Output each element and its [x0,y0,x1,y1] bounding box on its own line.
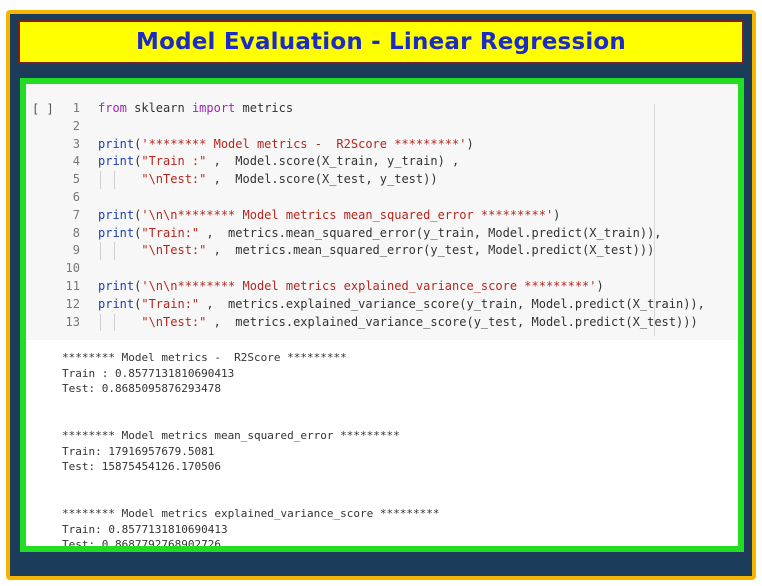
code-token: , metrics.explained_variance_score(y_tes… [206,314,698,329]
line-number: 8 [72,225,80,240]
code-token: '******** Model metrics - R2Score ******… [141,136,467,151]
code-token: ( [134,154,142,169]
code-token: "\nTest:" [141,314,207,329]
line-number: 11 [65,278,80,293]
slide-frame: Model Evaluation - Linear Regression [ ]… [6,10,756,580]
code-token: "\nTest:" [141,172,207,187]
indent-guide [100,313,101,332]
code-token: metrics [235,101,294,115]
code-token: ) [553,207,561,222]
output-line: ******** Model metrics - R2Score *******… [62,351,347,364]
code-token: , Model.score(X_test, y_test)) [206,172,438,187]
cell-output: ******** Model metrics - R2Score *******… [62,350,440,552]
line-number: 2 [72,118,80,133]
code-token: ( [134,207,142,222]
code-token: print [98,296,135,311]
line-number: 3 [72,136,80,151]
output-line [62,475,440,491]
code-text: print('\n\n******** Model metrics mean_s… [98,207,560,225]
line-number: 1 [72,101,80,115]
code-token [98,243,141,257]
code-token: ( [134,296,142,311]
code-token: print [98,225,135,240]
code-token: import [191,101,236,115]
code-token: "\nTest:" [141,243,207,258]
indent-guide [100,242,101,261]
code-text: "\nTest:" , metrics.mean_squared_error(y… [98,242,654,260]
code-token: "Train:" [141,296,200,311]
code-token: , metrics.mean_squared_error(y_test, Mod… [206,243,655,258]
output-line: Test: 0.8685095876293478 [62,382,221,396]
code-token: print [98,278,135,293]
slide-title: Model Evaluation - Linear Regression [136,29,626,55]
code-text: "\nTest:" , Model.score(X_test, y_test)) [98,171,438,189]
code-text: from sklearn import metrics [98,100,293,118]
code-token: ( [134,278,142,293]
indent-guide [114,242,115,261]
code-text: print("Train :" , Model.score(X_train, y… [98,153,459,171]
output-line: ******** Model metrics mean_squared_erro… [62,428,400,442]
line-number: 7 [72,207,80,222]
output-line [62,397,440,413]
code-token: print [98,207,135,222]
code-token: ( [134,136,142,151]
code-token: sklearn [126,101,192,115]
output-line: ******** Model metrics explained_varianc… [62,506,440,520]
code-token [98,172,141,186]
line-number: 4 [72,154,80,169]
line-number: 6 [72,189,80,204]
code-token: , metrics.mean_squared_error(y_train, Mo… [199,225,662,240]
output-line [62,490,440,506]
line-number: 13 [65,314,80,329]
output-line: Train : 0.8577131810690413 [62,366,235,380]
line-number: 12 [65,296,80,311]
code-token: "Train:" [141,225,200,240]
code-text: print('\n\n******** Model metrics explai… [98,278,604,296]
code-token [98,315,141,329]
line-number: 5 [72,172,80,187]
code-token: print [98,154,135,169]
code-token: '\n\n******** Model metrics mean_squared… [141,207,554,222]
code-token: , Model.score(X_train, y_train) , [206,154,460,169]
output-line: Test: 0.8687792768902726 [62,538,221,552]
code-token: print [98,136,135,151]
code-text: print("Train:" , metrics.explained_varia… [98,296,705,314]
indent-guide [100,171,101,189]
title-banner: Model Evaluation - Linear Regression [18,20,744,64]
output-line: Train: 17916957679.5081 [62,444,215,458]
code-token: from [98,101,127,115]
run-cell-button[interactable]: [ ] [32,102,54,116]
code-token: "Train :" [141,154,207,169]
output-line: Train: 0.8577131810690413 [62,522,228,536]
line-number: 9 [72,243,80,258]
code-token: , metrics.explained_variance_score(y_tra… [199,296,705,311]
code-token: ( [134,225,142,240]
code-token: '\n\n******** Model metrics explained_va… [141,278,597,293]
code-text: "\nTest:" , metrics.explained_variance_s… [98,314,698,332]
code-token: ) [596,278,604,293]
code-text: print("Train:" , metrics.mean_squared_er… [98,225,662,243]
indent-guide [114,313,115,332]
code-text: print('******** Model metrics - R2Score … [98,136,474,154]
ruler-line [654,104,655,336]
indent-guide [114,171,115,189]
output-line: Test: 15875454126.170506 [62,460,221,474]
code-token: ) [466,136,474,151]
line-number: 10 [65,261,80,276]
output-line [62,412,440,428]
